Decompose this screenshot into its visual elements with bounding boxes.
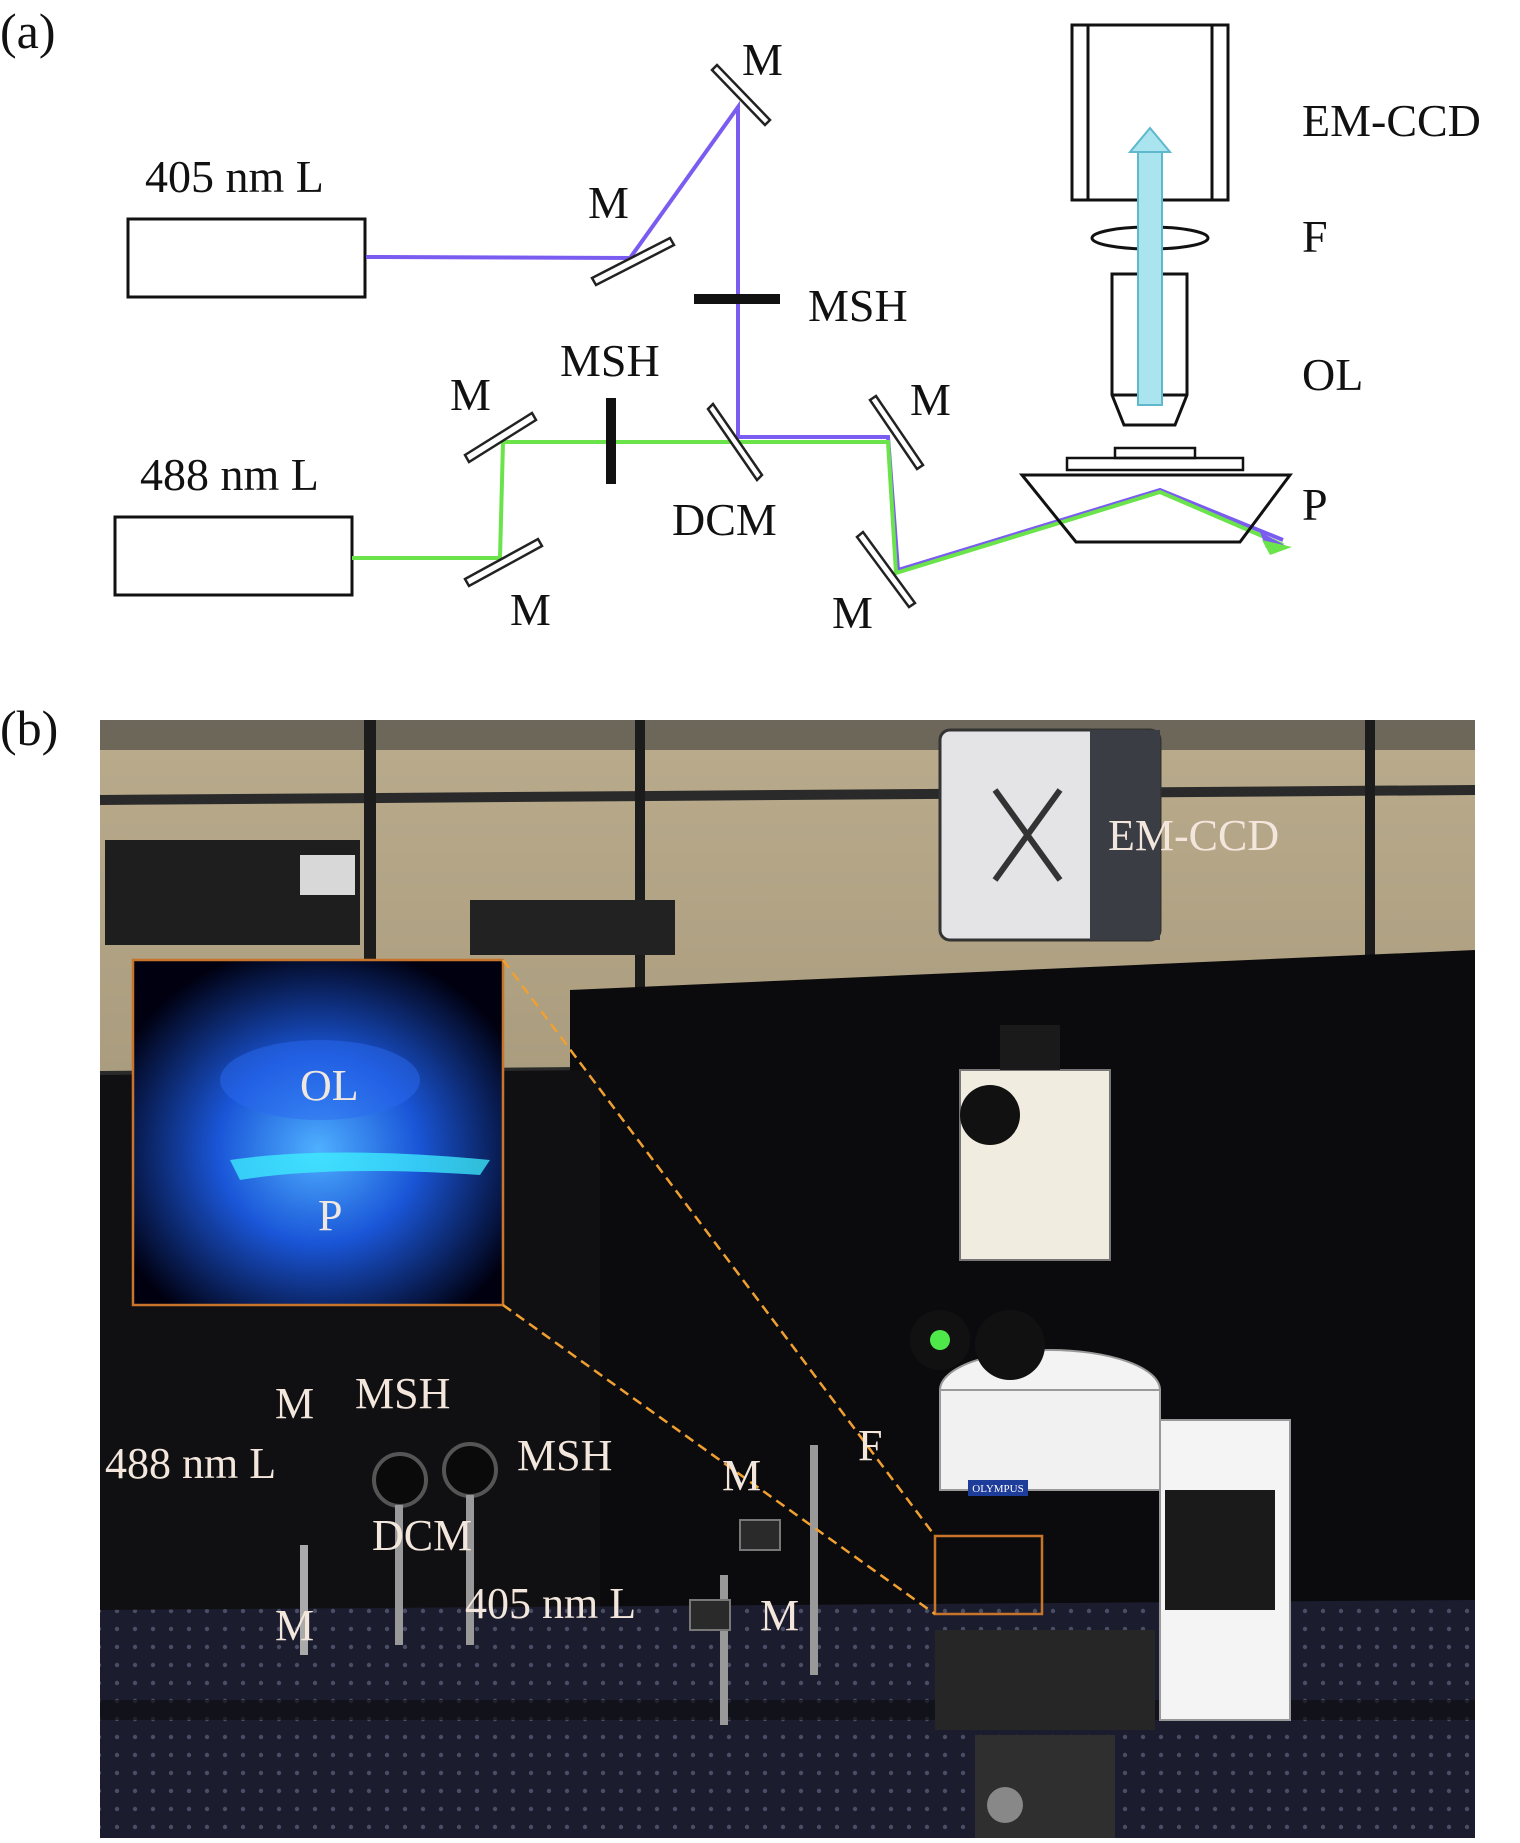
camera-port bbox=[1000, 1025, 1060, 1070]
objective-glow bbox=[220, 1040, 420, 1120]
shelf-rail bbox=[99, 785, 1476, 805]
camera-side bbox=[1090, 730, 1160, 940]
eyepiece-right bbox=[975, 1310, 1045, 1380]
driver-box bbox=[470, 900, 675, 955]
photo-label-mirror: M bbox=[760, 1591, 799, 1640]
mirror-icon bbox=[463, 411, 538, 464]
photo-label-em-ccd: EM-CCD bbox=[1108, 811, 1279, 860]
emission-arrow-head bbox=[1127, 126, 1173, 153]
photo-label-mirror: M bbox=[275, 1601, 314, 1650]
optic-post bbox=[466, 1495, 474, 1645]
mirror-label: M bbox=[588, 177, 629, 228]
photo-label-shutter: MSH bbox=[355, 1369, 450, 1418]
photo-label-laser-488: 488 nm L bbox=[105, 1439, 276, 1488]
mirror-icon bbox=[868, 394, 925, 471]
photo-label-mirror: M bbox=[722, 1451, 761, 1500]
beam-488-path bbox=[352, 440, 1284, 576]
microscope-base-top bbox=[939, 1389, 1161, 1491]
shutter-label: MSH bbox=[808, 280, 908, 331]
photo-label-dichroic: DCM bbox=[372, 1511, 472, 1560]
shelf-shadow bbox=[100, 720, 1475, 750]
laser-405-label: 405 nm L bbox=[145, 151, 324, 202]
shutter-photo-icon bbox=[372, 1452, 428, 1508]
optic-post bbox=[720, 1575, 728, 1725]
eyepiece-knob bbox=[960, 1085, 1020, 1145]
lab-photo: OLYMPUS bbox=[99, 720, 1476, 1838]
shutter-icon bbox=[606, 398, 616, 484]
focus-knob bbox=[987, 1787, 1023, 1823]
laser-405-box bbox=[126, 217, 367, 299]
laser-488-box bbox=[113, 515, 354, 597]
mirror-icon bbox=[590, 236, 676, 287]
prism-label: P bbox=[1302, 479, 1328, 530]
panel-b-label: (b) bbox=[0, 700, 58, 756]
inset-objective-label: OL bbox=[300, 1061, 359, 1110]
inset-photo: OL P bbox=[131, 958, 505, 1307]
mirror-mount bbox=[689, 1599, 731, 1631]
olympus-text: OLYMPUS bbox=[972, 1483, 1023, 1495]
eyepiece-glint bbox=[930, 1330, 950, 1350]
emission-arrow-shaft bbox=[1137, 149, 1163, 406]
arm-panel bbox=[1165, 1490, 1275, 1610]
photo-label-mirror: M bbox=[275, 1379, 314, 1428]
objective-label: OL bbox=[1302, 349, 1363, 400]
inset-border bbox=[131, 958, 505, 1307]
sample-coverslip bbox=[1113, 446, 1197, 460]
optic-post bbox=[300, 1545, 308, 1655]
panel-a: (a) 405 nm L 488 nm L M M M M M M bbox=[0, 3, 1481, 638]
prism-shape bbox=[1018, 473, 1293, 544]
mirror-icon bbox=[706, 402, 764, 482]
microscope: OLYMPUS bbox=[910, 1025, 1291, 1838]
zoom-connector bbox=[502, 959, 936, 1537]
photo-labels: EM-CCD M MSH 488 nm L MSH DCM 405 nm L M… bbox=[105, 811, 1279, 1650]
mirror-icon bbox=[855, 530, 917, 609]
zoom-region bbox=[933, 1534, 1044, 1616]
panel-a-label: (a) bbox=[0, 3, 56, 59]
shutter-label: MSH bbox=[560, 335, 660, 386]
mirror-label: M bbox=[450, 369, 491, 420]
focus-unit bbox=[975, 1735, 1115, 1838]
shutter-photo-icon bbox=[442, 1442, 498, 1498]
photo-label-laser-405: 405 nm L bbox=[465, 1579, 636, 1628]
beam-488-arrowhead bbox=[1262, 540, 1292, 555]
panel-b: (b) bbox=[0, 700, 1476, 1838]
mirror-label: M bbox=[832, 587, 873, 638]
sample-slide bbox=[1065, 456, 1245, 472]
inset-image bbox=[133, 960, 503, 1305]
mirror-icon bbox=[463, 537, 544, 588]
beam-glow bbox=[230, 1152, 490, 1180]
mirror-label: M bbox=[510, 584, 551, 635]
optic-post bbox=[395, 1505, 403, 1645]
mirror-label: M bbox=[742, 34, 783, 85]
zoom-connector bbox=[502, 1303, 936, 1616]
camera-logo bbox=[992, 788, 1063, 882]
mirror-mount bbox=[739, 1519, 781, 1551]
optic-post bbox=[810, 1445, 818, 1675]
dichroic-label: DCM bbox=[672, 494, 777, 545]
mirror-label: M bbox=[910, 374, 951, 425]
controller-label-plate bbox=[300, 855, 355, 895]
filter-label: F bbox=[1302, 211, 1328, 262]
photo-label-shutter: MSH bbox=[517, 1431, 612, 1480]
laser-488-label: 488 nm L bbox=[140, 449, 319, 500]
olympus-badge bbox=[968, 1480, 1028, 1496]
optics-rail bbox=[300, 1442, 818, 1725]
shutter-icon bbox=[694, 294, 780, 304]
mirror-icon bbox=[710, 63, 772, 127]
photo-label-filter: F bbox=[858, 1421, 882, 1470]
mirrors-a bbox=[463, 63, 925, 609]
inset-prism-label: P bbox=[318, 1191, 342, 1240]
stage-base bbox=[935, 1630, 1155, 1730]
camera-label: EM-CCD bbox=[1302, 95, 1481, 146]
